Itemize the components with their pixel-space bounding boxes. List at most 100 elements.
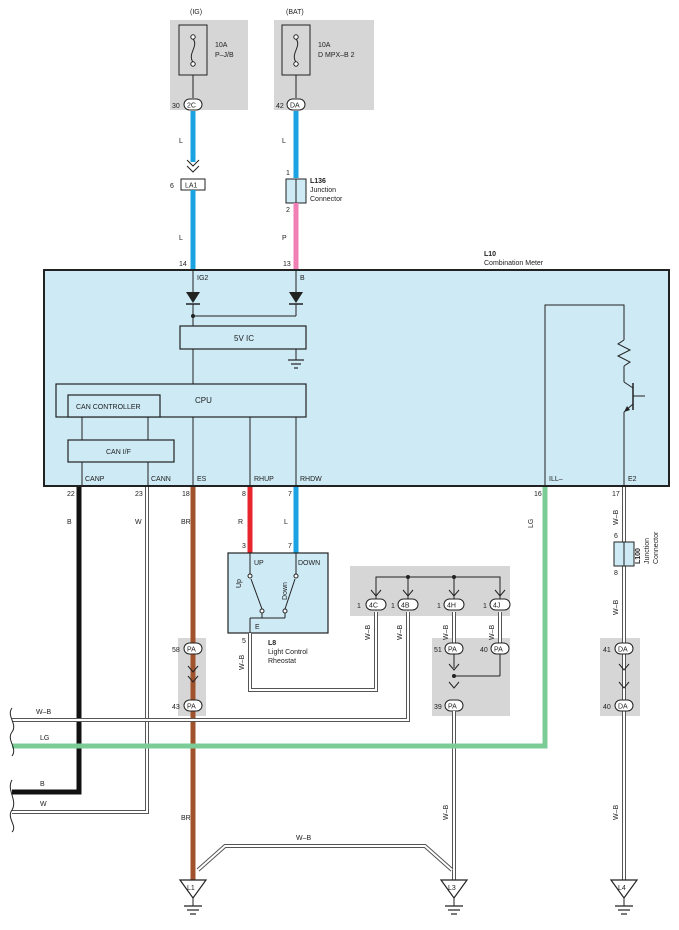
connector-4c: 1 4C bbox=[357, 598, 387, 611]
ic-5v-label: 5V IC bbox=[234, 334, 254, 343]
bat-fuse-zone bbox=[274, 20, 374, 110]
pa-40-name: PA bbox=[494, 647, 503, 654]
wire-label-l-1: L bbox=[179, 138, 183, 145]
connector-4h: 1 4H bbox=[437, 598, 465, 611]
l8-pin-down: 7 bbox=[288, 543, 292, 550]
connector-da-name: DA bbox=[290, 103, 300, 110]
meter-pin-b: B bbox=[300, 275, 305, 282]
l8-pin-e: 5 bbox=[242, 638, 246, 645]
connector-pa-58: 58 PA bbox=[172, 642, 203, 655]
pin-num-7: 7 bbox=[288, 491, 292, 498]
pa-39-name: PA bbox=[448, 704, 457, 711]
l8-e-label: E bbox=[255, 624, 260, 631]
can-controller-label: CAN CONTROLLER bbox=[76, 404, 141, 411]
wire-label-wb-4c: W–B bbox=[365, 625, 372, 641]
connector-da-pin: 42 bbox=[276, 103, 284, 110]
wire-label-br-2: BR bbox=[181, 815, 191, 822]
resistor-icon bbox=[616, 339, 632, 367]
wire-label-b-canp: B bbox=[67, 519, 72, 526]
pin-cann: CANN bbox=[151, 476, 171, 483]
wire-label-l-3: L bbox=[282, 138, 286, 145]
pin-num-8: 8 bbox=[242, 491, 246, 498]
l8-light-control-rheostat bbox=[227, 552, 329, 634]
ig-fuse-name: P–J/B bbox=[215, 52, 234, 59]
wire-label-wb-4j: W–B bbox=[489, 625, 496, 641]
pin-es: ES bbox=[197, 476, 207, 483]
wire-label-l-rhdw: L bbox=[284, 519, 288, 526]
l136-id: L136 bbox=[310, 178, 326, 185]
wire-label-w-harness: W bbox=[40, 801, 47, 808]
la1-name: LA1 bbox=[185, 183, 198, 190]
splice-arrow-la1 bbox=[186, 159, 200, 173]
l136-pin-top: 1 bbox=[286, 170, 290, 177]
l100-id: L100 bbox=[635, 548, 642, 564]
l136-desc1: Junction bbox=[310, 187, 336, 194]
connector-4j: 1 4J bbox=[483, 598, 511, 611]
wire-label-wb-l100: W–B bbox=[613, 600, 620, 616]
pin-num-17: 17 bbox=[612, 491, 620, 498]
harness-break-icon bbox=[9, 707, 15, 757]
pa-58-name: PA bbox=[187, 647, 196, 654]
connector-la1: 6 LA1 bbox=[170, 178, 206, 191]
l8-down-side-label: Down bbox=[282, 582, 289, 600]
pa-51-pin: 51 bbox=[434, 647, 442, 654]
pin-ill: ILL– bbox=[549, 476, 563, 483]
connector-2c-pin: 30 bbox=[172, 103, 180, 110]
pin-num-22: 22 bbox=[67, 491, 75, 498]
da-40-name: DA bbox=[618, 704, 628, 711]
ground-l1: L1 bbox=[178, 879, 208, 915]
connector-4b: 1 4B bbox=[391, 598, 419, 611]
wire-label-l-2: L bbox=[179, 235, 183, 242]
pin-e2: E2 bbox=[628, 476, 637, 483]
wire-label-wb-e2: W–B bbox=[613, 510, 620, 526]
ig-fuse-zone bbox=[170, 20, 248, 110]
ground-l3-icon bbox=[445, 905, 463, 915]
l136-desc2: Connector bbox=[310, 196, 343, 203]
da-41-name: DA bbox=[618, 647, 628, 654]
l136-junction-connector: 1 2 L136 Junction Connector bbox=[285, 170, 343, 214]
wire-label-w-cann: W bbox=[135, 519, 142, 526]
da-40-pin: 40 bbox=[603, 704, 611, 711]
meter-pin-b-num: 13 bbox=[283, 261, 291, 268]
wire-label-r: R bbox=[238, 519, 243, 526]
4c-pin: 1 bbox=[357, 603, 361, 610]
4h-pin: 1 bbox=[437, 603, 441, 610]
l8-desc2: Rheostat bbox=[268, 658, 296, 665]
cpu-label: CPU bbox=[195, 396, 212, 405]
l136-pin-bottom: 2 bbox=[286, 207, 290, 214]
connector-pa-40: 40 PA bbox=[480, 642, 510, 655]
switch-down-icon bbox=[284, 578, 296, 610]
l100-junction-connector: 6 8 L100 Junction Connector bbox=[613, 531, 660, 577]
l100-desc1: Junction bbox=[644, 538, 651, 564]
l8-down-label: DOWN bbox=[298, 560, 320, 567]
ground-l3-label: L3 bbox=[448, 885, 456, 892]
l100-pin-top: 6 bbox=[614, 533, 618, 540]
4b-name: 4B bbox=[401, 603, 410, 610]
pa-43-pin: 43 bbox=[172, 704, 180, 711]
meter-pin-ig2-num: 14 bbox=[179, 261, 187, 268]
meter-id: L10 bbox=[484, 251, 496, 258]
wire-label-br-1: BR bbox=[181, 519, 191, 526]
connector-da-top: 42 DA bbox=[276, 98, 306, 111]
wire-b-canp bbox=[12, 487, 82, 795]
ground-l4: L4 bbox=[609, 879, 639, 915]
pin-canp: CANP bbox=[85, 476, 105, 483]
pa-51-name: PA bbox=[448, 647, 457, 654]
bat-fuse-name: D MPX–B 2 bbox=[318, 52, 355, 59]
wire-label-wb-l3: W–B bbox=[443, 805, 450, 821]
l8-desc1: Light Control bbox=[268, 649, 308, 656]
ic-ground-icon bbox=[288, 359, 304, 369]
wire-label-wb-4h: W–B bbox=[443, 625, 450, 641]
da-41-pin: 41 bbox=[603, 647, 611, 654]
ground-l3: L3 bbox=[439, 879, 469, 915]
bat-source-label: (BAT) bbox=[286, 9, 304, 16]
can-if bbox=[67, 439, 175, 463]
meter-pin-ig2: IG2 bbox=[197, 275, 208, 282]
pa-39-pin: 39 bbox=[434, 704, 442, 711]
can-if-label: CAN I/F bbox=[106, 449, 131, 456]
wire-label-wb-4b: W–B bbox=[397, 625, 404, 641]
connector-2c: 30 2C bbox=[172, 98, 203, 111]
connector-2c-name: 2C bbox=[187, 103, 196, 110]
meter-name: Combination Meter bbox=[484, 260, 544, 267]
